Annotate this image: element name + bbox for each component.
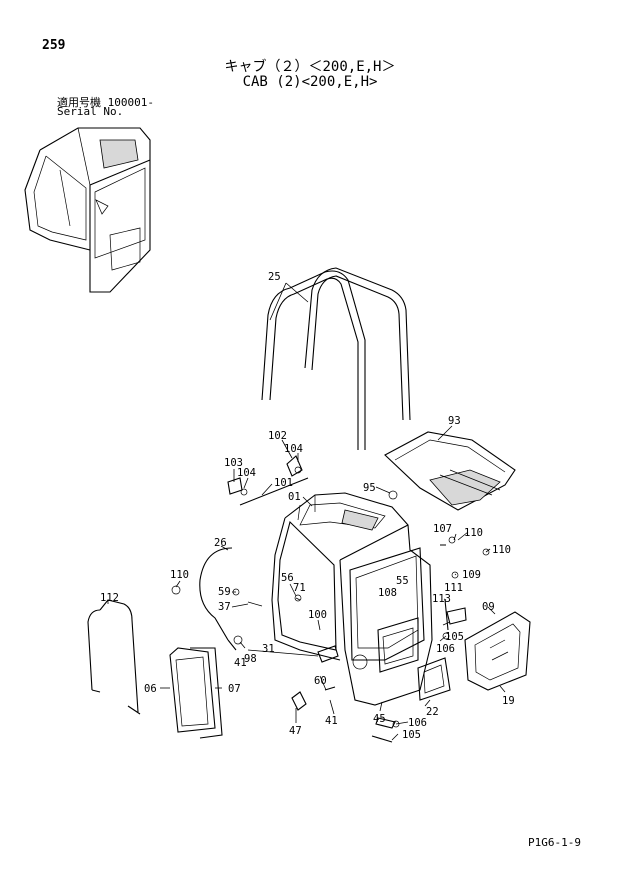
callout-60: 60 xyxy=(314,675,327,687)
callout-59: 71 xyxy=(293,582,306,594)
cab-frame-01 xyxy=(271,492,433,706)
page-title-japanese: キャブ（２）＜200,E,H＞ xyxy=(224,59,396,75)
callout-22: 22 xyxy=(426,706,439,718)
callout-45: 45 xyxy=(373,713,386,725)
callout-41-left: 41 xyxy=(234,657,247,669)
callout-102: 102 xyxy=(268,430,287,442)
callout-106-lower: 106 xyxy=(408,717,427,729)
callout-41-lower: 41 xyxy=(325,715,338,727)
callout-55: 37 xyxy=(218,601,231,613)
callout-71: 56 xyxy=(281,572,294,584)
callout-56: 110 xyxy=(170,569,189,581)
callout-100: 100 xyxy=(308,609,327,621)
callout-01: 01 xyxy=(288,491,301,503)
callout-113: 113 xyxy=(432,593,451,605)
callout-110-center: 55 xyxy=(396,575,409,587)
callout-104-lower: 104 xyxy=(237,467,256,479)
callout-06: 06 xyxy=(144,683,157,695)
callout-109: 109 xyxy=(462,569,481,581)
callout-104-upper: 104 xyxy=(284,443,303,455)
callout-07: 07 xyxy=(228,683,241,695)
callout-37: 59 xyxy=(218,586,231,598)
callout-107: 107 xyxy=(433,523,452,535)
callout-112: 112 xyxy=(100,592,119,604)
callout-106-upper: 106 xyxy=(436,643,455,655)
serial-range-japanese: 適用号機 100001- xyxy=(57,96,154,109)
roof-seal-25 xyxy=(261,267,411,450)
part-callouts: 25 93 102 103 104 104 101 95 01 26 107 1… xyxy=(100,271,515,741)
callout-111: 111 xyxy=(444,582,463,594)
lower-hardware xyxy=(171,536,490,743)
callout-47: 47 xyxy=(289,725,302,737)
page-title-english: CAB (2)<200,E,H> xyxy=(242,74,378,90)
cable-26 xyxy=(199,547,237,651)
callout-31: 31 xyxy=(262,643,275,655)
callout-108: 108 xyxy=(378,587,397,599)
callout-93: 93 xyxy=(448,415,461,427)
callout-95: 95 xyxy=(363,482,376,494)
small-window-22 xyxy=(417,657,451,701)
callout-105-upper: 105 xyxy=(445,631,464,643)
door-seal-112 xyxy=(87,599,141,715)
cab-overview-thumbnail xyxy=(24,127,151,293)
leader-lines xyxy=(107,282,506,741)
callout-19: 19 xyxy=(502,695,515,707)
callout-98: 98 xyxy=(244,653,257,665)
serial-label-english: Serial No. xyxy=(57,105,124,118)
rear-glass-09 xyxy=(464,611,531,691)
callout-26: 26 xyxy=(214,537,227,549)
side-glass-06-07 xyxy=(169,647,223,739)
callout-25: 25 xyxy=(268,271,281,283)
drawing-code: P1G6-1-9 xyxy=(528,836,581,849)
callout-105-lower: 105 xyxy=(402,729,421,741)
callout-103: 103 xyxy=(224,457,243,469)
roof-liner-93 xyxy=(384,431,516,511)
upper-hardware xyxy=(227,455,398,506)
callout-110-top: 110 xyxy=(464,527,483,539)
page-number: 259 xyxy=(42,38,66,53)
callout-09: 09 xyxy=(482,601,495,613)
callout-110-right: 110 xyxy=(492,544,511,556)
callout-101: 101 xyxy=(274,477,293,489)
